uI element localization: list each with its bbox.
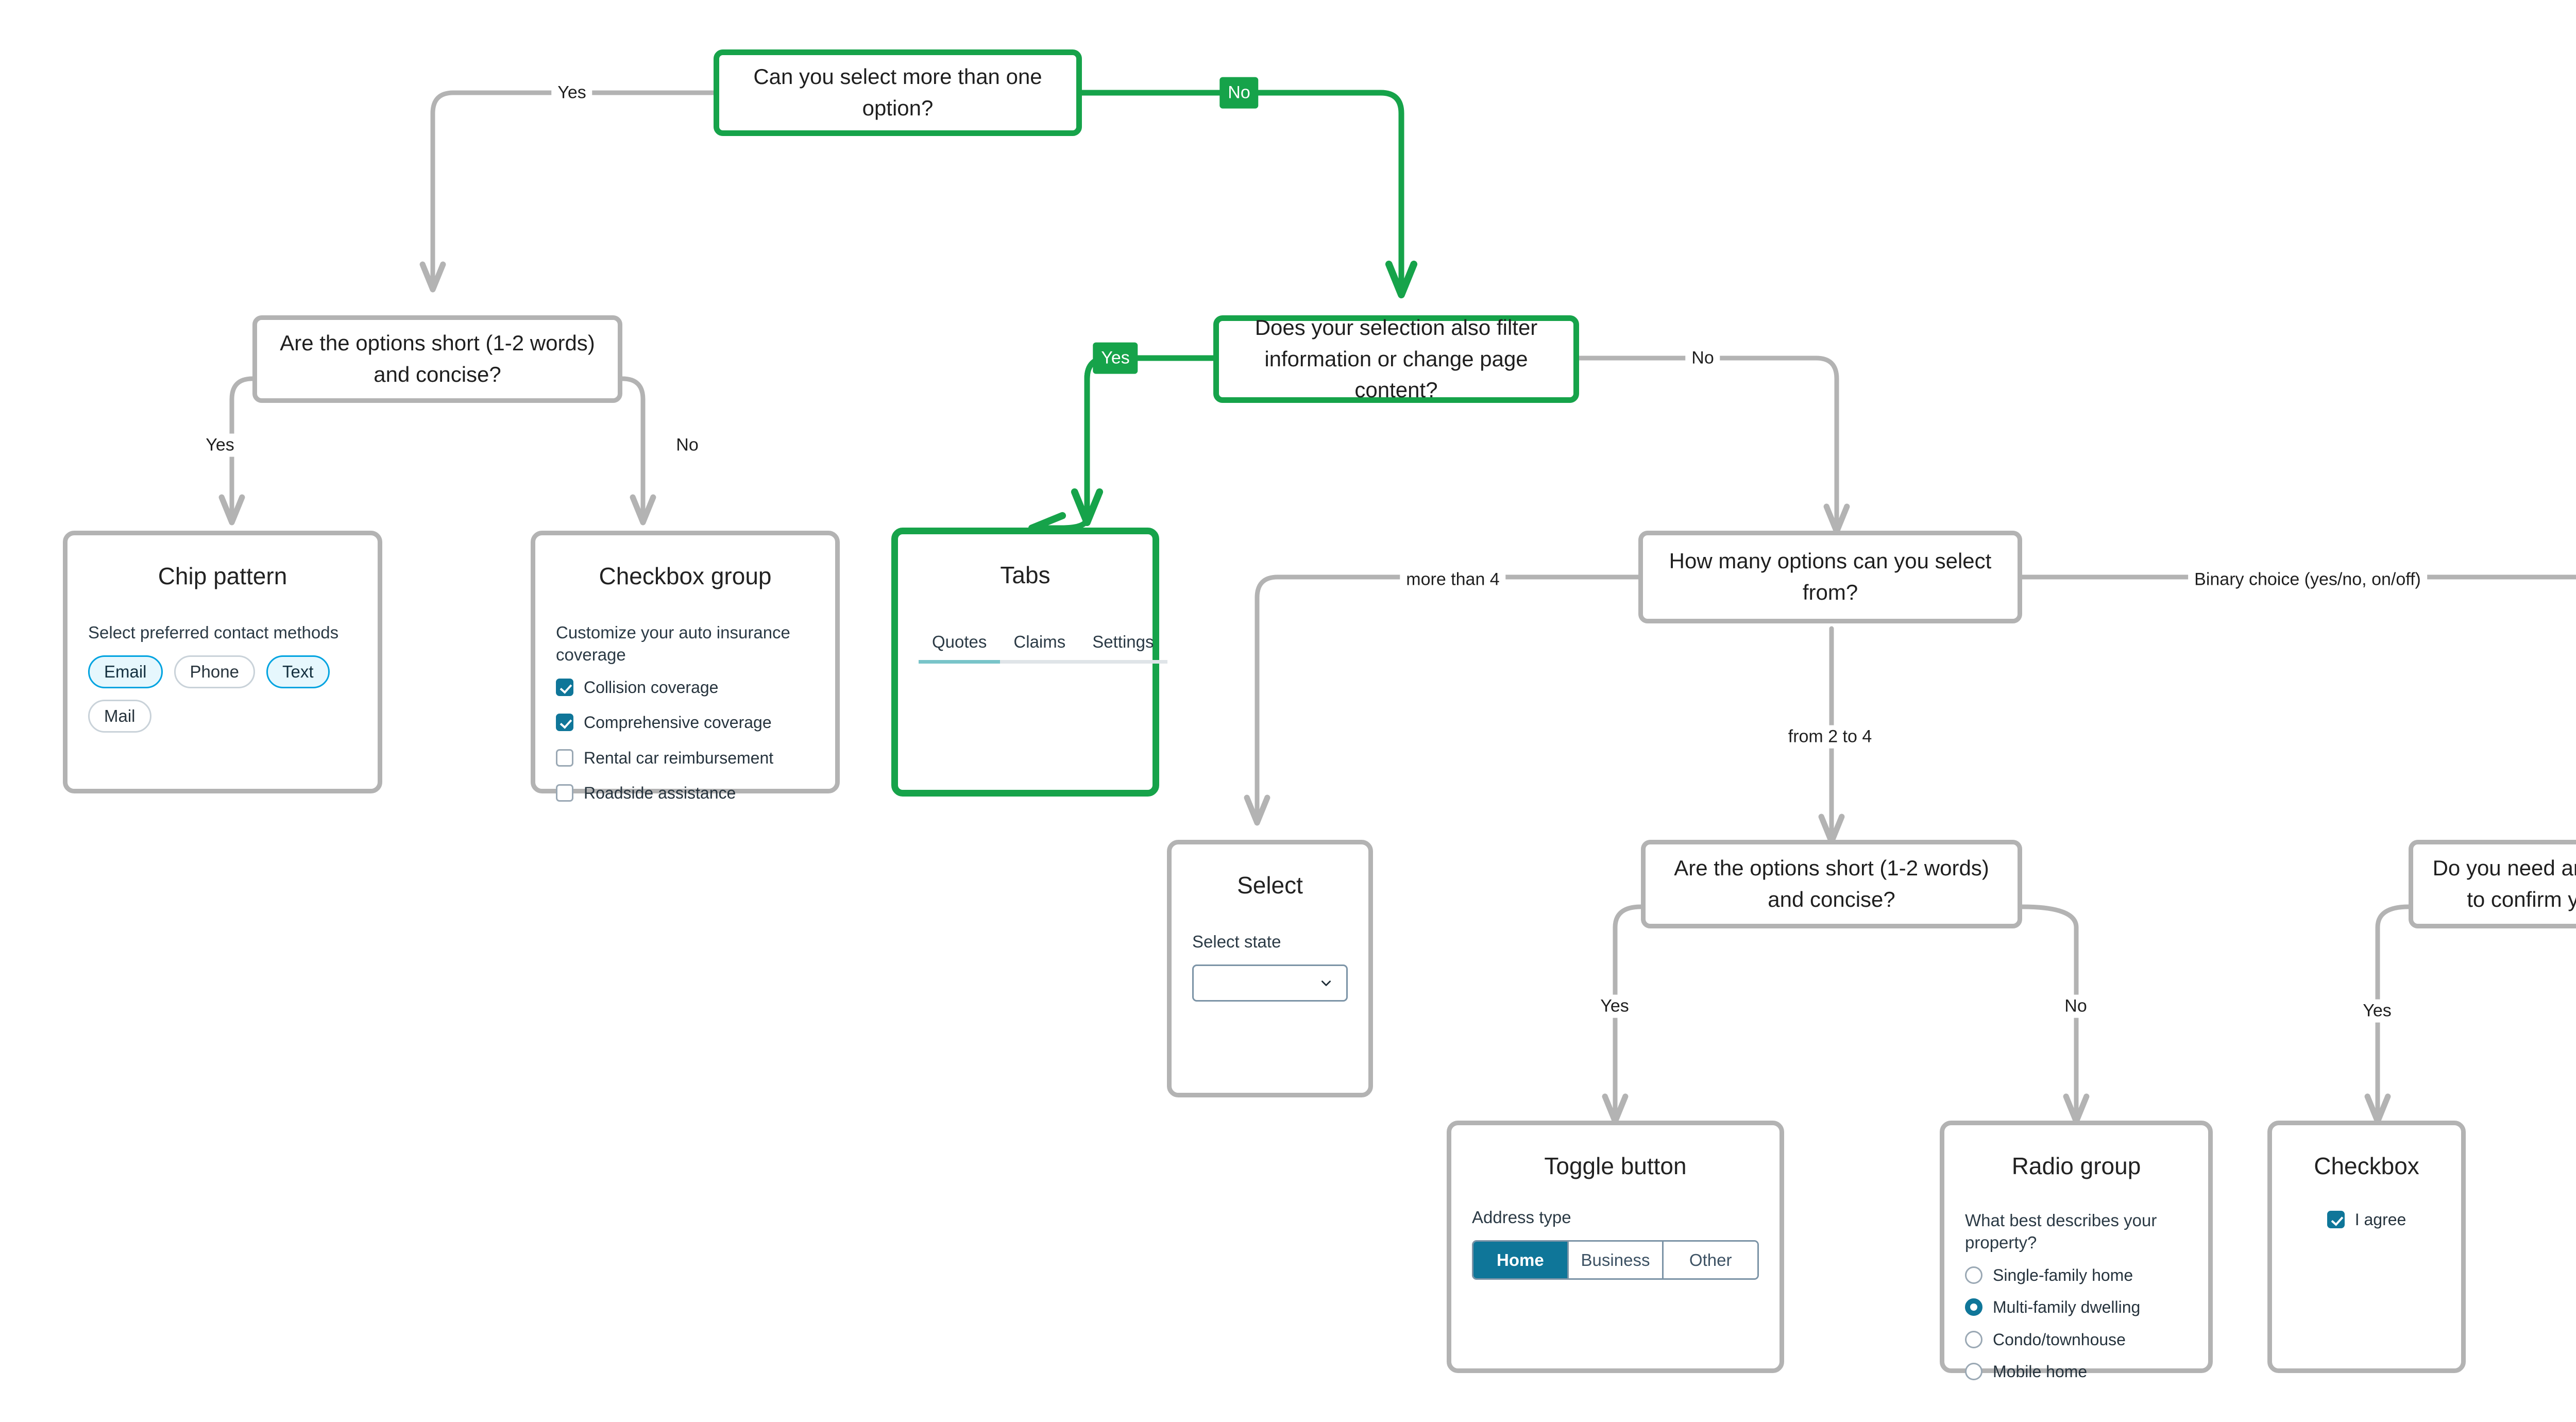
card-toggle-button: Toggle button Address type Home Business… (1447, 1121, 1784, 1373)
decision-text: Are the options short (1-2 words) and co… (280, 331, 595, 386)
card-title: Select (1237, 872, 1303, 899)
radio-option-single-family[interactable]: Single-family home (1965, 1265, 2188, 1285)
checkbox-unchecked-icon[interactable] (556, 749, 573, 767)
card-checkbox-group: Checkbox group Customize your auto insur… (531, 531, 840, 802)
checkbox-unchecked-icon[interactable] (556, 784, 573, 802)
option-label: Collision coverage (584, 678, 719, 697)
toggle-button-business[interactable]: Business (1568, 1241, 1664, 1279)
checkbox-option-collision[interactable]: Collision coverage (556, 678, 815, 697)
edge-label-short-right-no: No (2058, 994, 2093, 1018)
edge-label-filter-no: No (1685, 346, 1720, 370)
option-label: Single-family home (1993, 1265, 2133, 1284)
chip-row: Email Phone Text Mail (88, 655, 357, 733)
select-label: Select state (1192, 932, 1281, 951)
checkbox-checked-icon[interactable] (556, 714, 573, 732)
decision-can-select-multiple[interactable]: Can you select more than one option? (714, 49, 1082, 136)
option-label: Roadside assistance (584, 783, 736, 802)
edge-label-short-left-yes: Yes (199, 433, 241, 457)
edge-label-short-right-yes: Yes (1594, 994, 1635, 1018)
option-label: Multi-family dwelling (1993, 1298, 2141, 1317)
decision-text: Does your selection also filter informat… (1255, 315, 1538, 402)
checkbox-option-roadside[interactable]: Roadside assistance (556, 783, 815, 803)
card-title: Tabs (1000, 562, 1050, 588)
checkbox-group-helper-text: Customize your auto insurance coverage (556, 623, 790, 664)
card-chip-pattern: Chip pattern Select preferred contact me… (63, 531, 382, 793)
card-tabs: Tabs Quotes Claims Settings (891, 528, 1167, 797)
radio-option-multi-family[interactable]: Multi-family dwelling (1965, 1297, 2188, 1317)
chip-helper-text: Select preferred contact methods (88, 623, 339, 642)
edge-label-binary-choice: Binary choice (yes/no, on/off) (2188, 568, 2427, 591)
edge-label-filter-yes: Yes (1093, 342, 1138, 374)
toggle-button-group: Home Business Other (1472, 1240, 1759, 1280)
decision-how-many-options[interactable]: How many options can you select from? (1638, 531, 2022, 623)
decision-filters-content[interactable]: Does your selection also filter informat… (1213, 315, 1579, 403)
tab-quotes[interactable]: Quotes (919, 629, 1001, 664)
checkbox-option-rental-car[interactable]: Rental car reimbursement (556, 748, 815, 768)
checkbox-checked-icon[interactable] (2327, 1211, 2345, 1229)
edge-label-multi-no: No (1219, 77, 1259, 109)
chevron-down-icon (1321, 980, 1331, 986)
select-input[interactable] (1192, 964, 1348, 1002)
tab-settings[interactable]: Settings (1079, 629, 1167, 664)
option-label: Mobile home (1993, 1362, 2088, 1381)
decision-need-confirm-action[interactable]: Do you need an additional action to conf… (2409, 840, 2576, 928)
radio-checked-icon[interactable] (1965, 1298, 1982, 1316)
card-title: Toggle button (1544, 1153, 1687, 1179)
radio-option-mobile-home[interactable]: Mobile home (1965, 1362, 2188, 1381)
chip-text[interactable]: Text (266, 655, 330, 688)
card-checkbox: Checkbox I agree (2267, 1121, 2466, 1373)
decision-text: Are the options short (1-2 words) and co… (1674, 856, 1989, 911)
card-title: Radio group (2011, 1153, 2141, 1179)
edge-label-from-2-to-4: from 2 to 4 (1782, 725, 1878, 749)
radio-unchecked-icon[interactable] (1965, 1330, 1982, 1348)
chip-phone[interactable]: Phone (174, 655, 255, 688)
card-body: I agree (2293, 1210, 2441, 1229)
card-body: Select preferred contact methods Email P… (88, 622, 357, 733)
chip-email[interactable]: Email (88, 655, 163, 688)
edge-label-short-left-no: No (670, 433, 705, 457)
card-body: Address type Home Business Other (1472, 1207, 1759, 1280)
edge-label-multi-yes: Yes (551, 81, 592, 105)
decision-text: Can you select more than one option? (753, 64, 1042, 120)
chip-mail[interactable]: Mail (88, 699, 151, 733)
option-label: Condo/townhouse (1993, 1330, 2126, 1349)
card-body: Quotes Claims Settings (919, 629, 1167, 664)
radio-group-helper-text: What best describes your property? (1965, 1211, 2157, 1252)
radio-unchecked-icon[interactable] (1965, 1363, 1982, 1381)
tab-list: Quotes Claims Settings (919, 629, 1167, 664)
checkbox-option-i-agree[interactable]: I agree (2293, 1210, 2441, 1229)
card-title: Chip pattern (158, 563, 287, 589)
card-body: Select state (1192, 931, 1348, 1002)
option-label: Comprehensive coverage (584, 713, 772, 732)
decision-options-short-left[interactable]: Are the options short (1-2 words) and co… (252, 315, 622, 403)
card-select: Select Select state (1167, 840, 1373, 1097)
toggle-button-home[interactable]: Home (1473, 1241, 1569, 1279)
toggle-button-other[interactable]: Other (1664, 1241, 1757, 1279)
option-label: Rental car reimbursement (584, 748, 774, 767)
tab-claims[interactable]: Claims (1000, 629, 1079, 664)
option-label: I agree (2354, 1210, 2406, 1229)
radio-unchecked-icon[interactable] (1965, 1266, 1982, 1284)
checkbox-option-comprehensive[interactable]: Comprehensive coverage (556, 713, 815, 732)
card-body: What best describes your property? Singl… (1965, 1210, 2188, 1381)
edge-label-confirm-yes: Yes (2357, 999, 2398, 1023)
card-body: Customize your auto insurance coverage C… (556, 622, 815, 803)
edge-label-more-than-4: more than 4 (1400, 568, 1506, 591)
checkbox-checked-icon[interactable] (556, 678, 573, 696)
decision-options-short-right[interactable]: Are the options short (1-2 words) and co… (1641, 840, 2022, 928)
decision-text: Do you need an additional action to conf… (2432, 856, 2576, 911)
radio-option-condo-townhouse[interactable]: Condo/townhouse (1965, 1330, 2188, 1349)
card-title: Checkbox group (599, 563, 772, 589)
decision-text: How many options can you select from? (1669, 549, 1992, 604)
card-radio-group: Radio group What best describes your pro… (1940, 1121, 2213, 1381)
card-title: Checkbox (2314, 1153, 2419, 1179)
toggle-button-label: Address type (1472, 1208, 1571, 1227)
